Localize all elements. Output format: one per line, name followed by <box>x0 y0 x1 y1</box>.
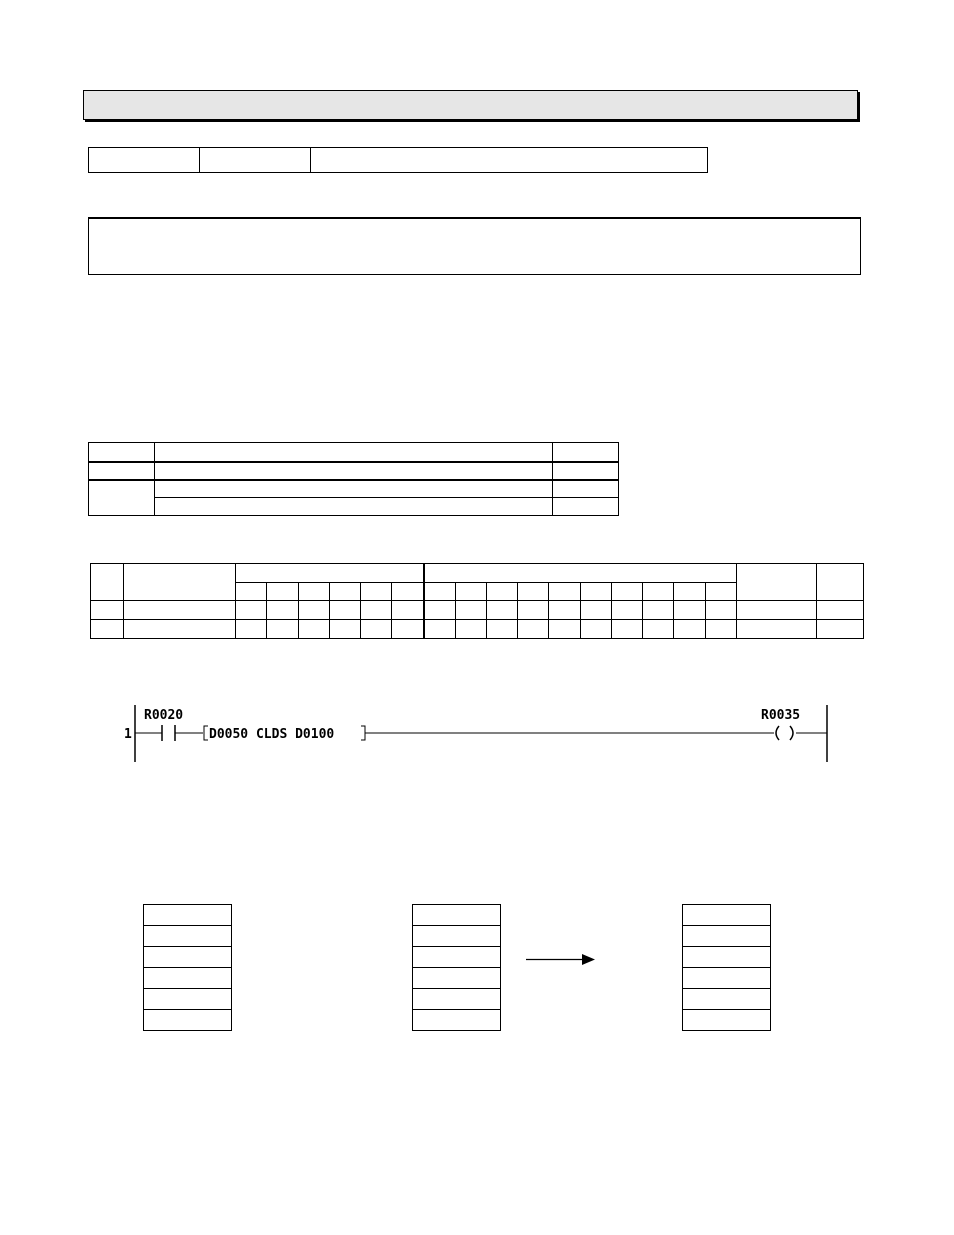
usage-subheader <box>423 582 456 601</box>
operand-cell <box>88 461 155 481</box>
usage-subheader <box>579 582 612 601</box>
description-box <box>88 217 861 275</box>
ladder-diagram: 1 R0020 D0050 CLDS D0100 R0035 <box>124 705 828 762</box>
operand-cell <box>552 497 619 516</box>
usage-header <box>735 563 818 601</box>
header-cell-3 <box>310 147 708 173</box>
usage-row <box>89 600 864 620</box>
operand-table <box>88 442 619 516</box>
usage-header-group-2 <box>423 563 737 583</box>
instruction-header-table <box>88 147 708 173</box>
usage-subheader <box>485 582 519 601</box>
output-coil-icon <box>775 725 794 741</box>
usage-subheader <box>610 582 644 601</box>
usage-subheader <box>266 582 299 601</box>
usage-header <box>89 563 125 601</box>
instruction-right-bracket <box>361 725 366 741</box>
contact-label: R0020 <box>144 708 183 723</box>
usage-subheader <box>517 582 550 601</box>
usage-subheader <box>391 582 425 601</box>
operand-cell <box>552 479 619 498</box>
usage-subheader <box>328 582 362 601</box>
usage-header <box>816 563 864 601</box>
instruction-text: D0050 CLDS D0100 <box>209 727 334 742</box>
usage-row <box>89 619 864 639</box>
memory-block-1 <box>143 904 232 1031</box>
usage-subheader <box>548 582 581 601</box>
instruction-left-bracket <box>203 725 208 741</box>
usage-subheader <box>235 582 268 601</box>
memory-block-3 <box>682 904 771 1031</box>
operand-cell <box>154 479 553 498</box>
usage-subheader <box>360 582 393 601</box>
header-cell-1 <box>88 147 200 173</box>
memory-block-2 <box>412 904 501 1031</box>
coil-label: R0035 <box>761 708 800 723</box>
section-title-bar <box>83 90 858 120</box>
operand-header-1 <box>88 442 155 463</box>
transfer-arrow-icon <box>526 954 595 965</box>
usage-subheader <box>297 582 330 601</box>
usage-subheader <box>454 582 487 601</box>
usage-subheader <box>704 582 737 601</box>
device-usage-table <box>89 563 864 639</box>
usage-subheader <box>673 582 706 601</box>
usage-header-group-1 <box>235 563 425 583</box>
normally-open-contact-icon <box>161 725 176 741</box>
rung-number: 1 <box>124 727 132 742</box>
operand-header-2 <box>154 442 553 463</box>
operand-cell <box>88 479 155 516</box>
operand-cell <box>552 461 619 481</box>
operand-cell <box>154 461 553 481</box>
header-cell-2 <box>199 147 311 173</box>
usage-subheader <box>642 582 675 601</box>
usage-header <box>123 563 237 601</box>
operand-cell <box>154 497 553 516</box>
operand-header-3 <box>552 442 619 463</box>
